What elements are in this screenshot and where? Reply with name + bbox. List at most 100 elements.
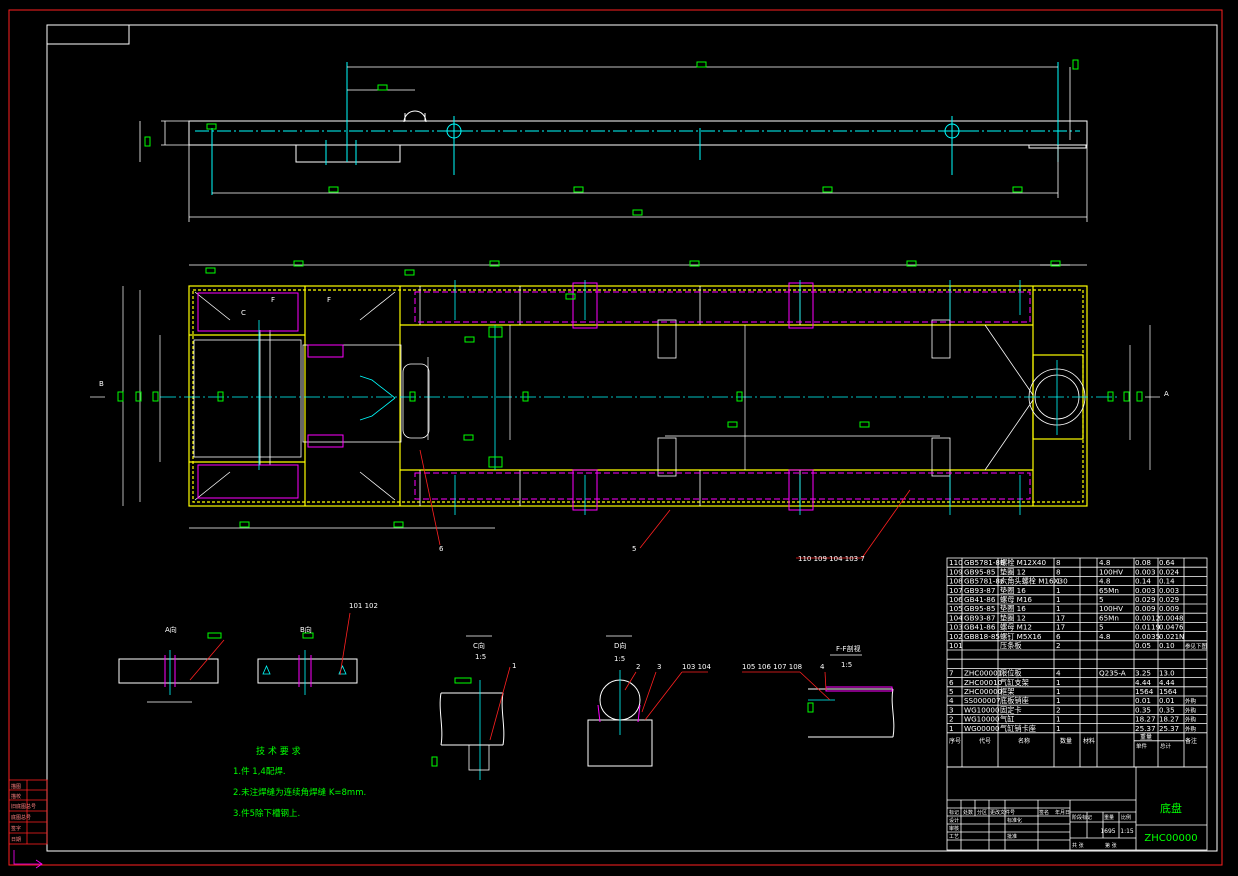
bom-cell: 0.029 [1159, 596, 1179, 604]
stamp-4: 底图总号 [11, 814, 31, 821]
f-view-scale: 1:5 [841, 661, 852, 669]
bom-header: 代号 [979, 737, 991, 745]
bom-cell: 108 [949, 577, 963, 586]
bom-cell: SS000007 [964, 696, 1001, 705]
bom-cell: 螺母 M12 [1000, 623, 1032, 632]
bom-cell: 0.0012 [1135, 613, 1160, 622]
tech-req-1: 1.件 1,4配焊. [233, 766, 286, 777]
bom-cell: 0.14 [1159, 578, 1175, 586]
bom-cell: 垫圈 12 [1000, 567, 1026, 576]
bom-cell: 0.024 [1159, 568, 1180, 576]
bom-cell: 0.0035 [1135, 632, 1160, 641]
bom-cell: GB95-85 [964, 604, 995, 613]
bom-cell: 六角头螺栓 M16X30 [1000, 577, 1068, 586]
bom-cell: 4.8 [1099, 632, 1111, 641]
bom-cell: 0.01 [1135, 696, 1151, 705]
c-mark: C [241, 309, 246, 317]
d-leader-2: 2 [636, 663, 640, 671]
left-stamp-text: 描图 描校 旧底图总号 底图总号 签字 日期 [11, 783, 36, 843]
bom-cell: 0.08 [1135, 558, 1151, 567]
plan-view [90, 260, 1160, 559]
drawing-frame [8, 9, 1223, 866]
bom-cell: 0.35 [1159, 706, 1175, 714]
bom-cell: WG10000 [964, 705, 1000, 714]
bom-cell: WG00000 [964, 724, 1000, 733]
d-leader-3: 3 [657, 663, 661, 671]
bom-cell: 4.44 [1159, 679, 1175, 687]
bom-cell: 2 [1056, 705, 1061, 714]
tb-scale: 比例 [1121, 814, 1131, 821]
balloon-5: 5 [632, 545, 636, 553]
bom-cell: 102 [949, 632, 963, 641]
title-block-text: 底盘 ZHC00000 1695 1:15 阶段标记 重量 比例 设计 标准化 … [949, 801, 1198, 849]
bom-cell: 2 [1056, 641, 1061, 650]
bom-cell: 0.009 [1135, 604, 1156, 613]
bom-cell: 0.0476 [1159, 624, 1184, 632]
bom-cell: 8 [1056, 558, 1061, 567]
title-block [946, 766, 1208, 851]
bom-cell: 0.05 [1135, 641, 1151, 650]
bom-cell: WG10000 [964, 715, 1000, 724]
bom-cell: 压条板 [1000, 641, 1022, 650]
section-labels: A向 B向 101 102 C向 1:5 1 D向 1:5 2 3 103 10… [165, 602, 861, 671]
a-arrow-label: A [1164, 390, 1169, 398]
bom-cell: GB5781-86 [964, 577, 1005, 586]
bom-cell: 1 [1056, 696, 1061, 705]
bom-cell: 18.27 [1135, 715, 1156, 724]
f-mark-right: F [327, 296, 331, 304]
bom-cell: 100HV [1099, 604, 1123, 613]
bom-cell: 底板销座 [1000, 696, 1029, 705]
section-views [118, 612, 895, 780]
a-view-title: A向 [165, 625, 177, 634]
bom-cell: 0.009 [1159, 605, 1179, 613]
bom-cell: 106 [949, 595, 963, 604]
f-view-title: F-F剖视 [836, 644, 861, 653]
bom-cell: ZHC00010 [964, 678, 1003, 687]
bom-cell: 0.003 [1135, 586, 1156, 595]
drawing-scale: 1:15 [1120, 828, 1134, 835]
bom-cell: 1 [1056, 678, 1061, 687]
tb-sheet-no: 第 张 [1105, 842, 1117, 849]
bom-cell: 0.64 [1159, 559, 1175, 567]
tb-weight: 重量 [1104, 814, 1114, 821]
bom-cell: 100HV [1099, 567, 1123, 576]
tb-sheet-total: 共 张 [1072, 842, 1084, 849]
bom-cell: 2 [949, 715, 954, 724]
tb-stage: 阶段标记 [1072, 814, 1092, 821]
tb-date: 年月日 [1055, 809, 1070, 816]
bom-cell: 1 [1056, 586, 1061, 595]
bom-cell: 0.10 [1159, 642, 1175, 650]
bom-cell: 101 [949, 641, 963, 650]
f-mark-left: F [271, 296, 275, 304]
bom-header: 名称 [1018, 737, 1030, 745]
bom-cell: 0.003 [1135, 567, 1156, 576]
bom-cell: 气缸 [1000, 715, 1014, 724]
bom-cell: 参见下图 [1185, 642, 1208, 650]
drawing-weight: 1695 [1100, 828, 1115, 835]
bom-cell: 4.8 [1099, 558, 1111, 567]
d-leader-103: 103 104 [682, 663, 711, 671]
bom-cell: GB818-85 [964, 632, 1000, 641]
bom-cell: 1564 [1135, 687, 1154, 696]
bom-cell: 0.029 [1135, 595, 1156, 604]
plan-labels: B A F F C 6 5 110 109 104 103 7 [99, 296, 1169, 563]
bom-cell: 框架 [1000, 687, 1014, 696]
tb-review: 审核 [949, 825, 959, 832]
bom-cell: 107 [949, 586, 963, 595]
bom-cell: 4 [949, 696, 954, 705]
tb-process: 工艺 [949, 834, 959, 840]
bom-cell: 7 [949, 669, 954, 678]
bom-cell: 1 [1056, 724, 1061, 733]
stamp-5: 签字 [11, 825, 21, 832]
left-stamp [8, 779, 48, 869]
f-leader-4: 4 [820, 663, 825, 671]
stamp-1: 描图 [11, 783, 21, 790]
bom-cell: 外购 [1185, 706, 1197, 714]
bom-cell: ZHC00001 [964, 669, 1002, 678]
c-view-scale: 1:5 [475, 653, 486, 661]
tech-req-2: 2.未注焊缝为连续角焊缝 K=8mm. [233, 787, 366, 798]
tech-req-3: 3.件5除下槽钢上. [233, 808, 300, 819]
bom-header: 数量 [1060, 737, 1072, 745]
bom-cell: 0.003 [1159, 587, 1179, 595]
